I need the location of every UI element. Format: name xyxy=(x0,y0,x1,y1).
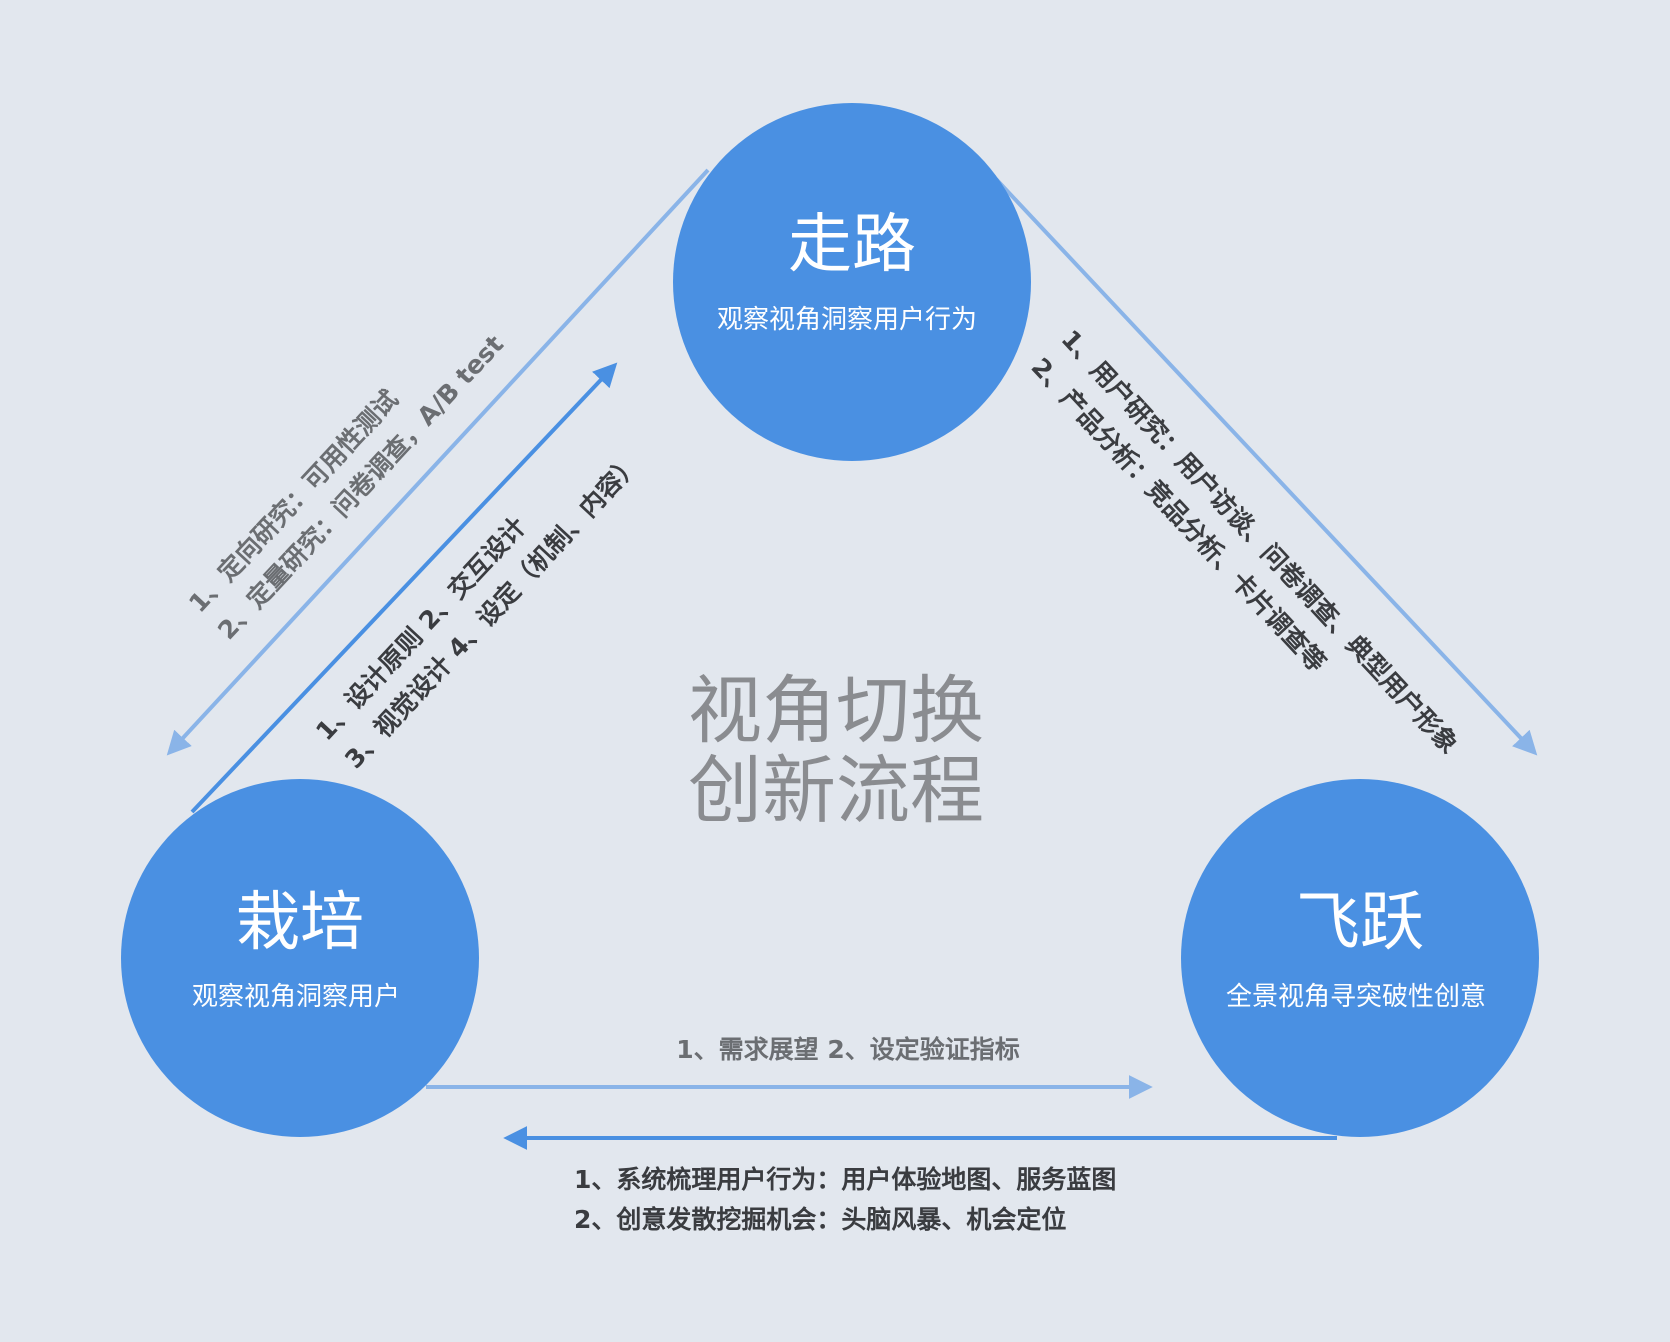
arrow-left-to-top xyxy=(190,362,618,814)
node-top: 走路 观察视角洞察用户行为 xyxy=(673,103,1031,461)
arrow-top-to-right xyxy=(994,177,1538,756)
node-circle xyxy=(673,103,1031,461)
node-subtitle: 观察视角洞察用户行为 xyxy=(717,305,977,335)
edge-label-line: 2、创意发散挖掘机会：头脑风暴、机会定位 xyxy=(574,1205,1066,1234)
center-title-line1: 视角切换 xyxy=(688,668,984,754)
node-right: 飞跃 全景视角寻突破性创意 xyxy=(1181,779,1539,1137)
arrow-top-to-left xyxy=(166,168,710,756)
node-circle xyxy=(121,779,479,1137)
label-left-to-right: 1、需求展望 2、设定验证指标 xyxy=(676,1035,1020,1064)
node-title: 栽培 xyxy=(236,886,364,960)
label-right-to-left: 1、系统梳理用户行为：用户体验地图、服务蓝图 2、创意发散挖掘机会：头脑风暴、机… xyxy=(574,1165,1116,1234)
center-title-line2: 创新流程 xyxy=(688,748,984,834)
node-title: 飞跃 xyxy=(1296,886,1424,960)
node-circle xyxy=(1181,779,1539,1137)
node-subtitle: 观察视角洞察用户 xyxy=(192,982,400,1012)
node-left: 栽培 观察视角洞察用户 xyxy=(121,779,479,1137)
node-title: 走路 xyxy=(788,208,916,282)
node-subtitle: 全景视角寻突破性创意 xyxy=(1226,982,1486,1012)
edge-label-line: 1、系统梳理用户行为：用户体验地图、服务蓝图 xyxy=(574,1165,1116,1194)
